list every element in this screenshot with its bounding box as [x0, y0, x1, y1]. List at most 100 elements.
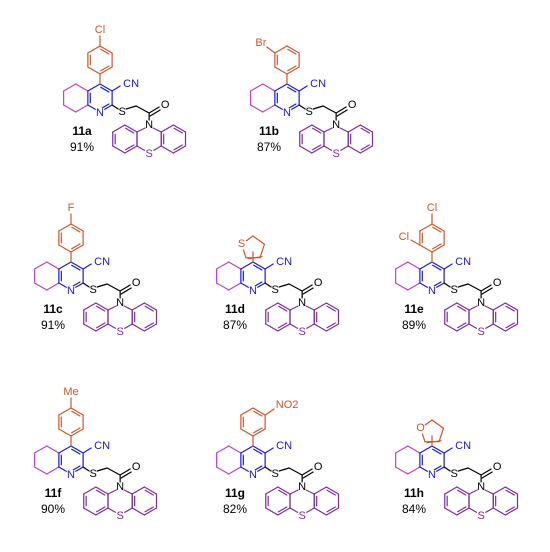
aryl-ring-bond [58, 407, 72, 416]
compound-id-label: 11f [45, 486, 63, 500]
cyclohexane-bond [395, 466, 409, 475]
phenothiazine-benzo-bond [131, 507, 145, 516]
phenothiazine-benzo-bond [160, 124, 174, 133]
phenothiazine-central-bond [339, 127, 349, 133]
carbonyl-bond [288, 283, 303, 292]
phenothiazine-nitrogen-label: N [477, 297, 485, 309]
substituent-label-ortho: Cl [399, 231, 409, 243]
phenothiazine-benzo-bond [160, 145, 174, 154]
aryl-ring-bond-double [287, 48, 297, 55]
atom-mask [281, 107, 293, 119]
methylene-bond [125, 105, 137, 110]
phenothiazine-central-bond [484, 305, 494, 311]
carbonyl-double-bond [302, 287, 314, 295]
carbonyl-double-bond [302, 471, 314, 479]
aryl-ring-bond [286, 45, 300, 54]
pyridine-bond [99, 83, 113, 92]
sulfur-atom-label: S [238, 238, 245, 250]
phenothiazine-central-bond [468, 305, 478, 311]
cyclohexane-bond [46, 261, 60, 270]
aryl-ring-bond-double [253, 427, 263, 434]
oxygen-atom-label: O [416, 422, 425, 434]
substituent-label: NO2 [276, 399, 299, 411]
aryl-ring-bond [419, 244, 433, 253]
nitrile-bond [264, 263, 274, 270]
phenothiazine-sulfur-label: S [116, 326, 123, 338]
phenothiazine-benzo-bond-double [173, 144, 183, 151]
substituent-bond [264, 408, 275, 416]
phenothiazine-benzo-bond [299, 124, 313, 133]
nitrile-bond [298, 85, 308, 92]
phenothiazine-benzo-bond [131, 323, 145, 332]
phenothiazine-benzo-bond-double [505, 506, 515, 513]
cyclohexane-bond [228, 466, 242, 475]
atom-mask [65, 285, 77, 297]
compound-id-label: 11g [225, 486, 245, 500]
phenothiazine-benzo-bond [325, 507, 340, 516]
phenothiazine-sulfur-label: S [298, 326, 305, 338]
cyclohexane-bond [407, 261, 421, 270]
phenothiazine-benzo-bond-double [96, 489, 106, 496]
thioether-sulfur-label: S [271, 284, 278, 296]
cyclohexane-bond [395, 261, 409, 270]
cyclohexane-bond [34, 466, 48, 475]
phenothiazine-benzo-bond [504, 486, 519, 495]
phenothiazine-nitrogen-label: N [145, 119, 153, 131]
cyclohexane-bond [216, 282, 230, 291]
cyclohexane-bond [228, 445, 242, 454]
aryl-ring-bond [70, 428, 84, 437]
phenothiazine-benzo-bond [347, 145, 361, 154]
phenothiazine-benzo-bond [492, 507, 506, 516]
nitrile-label: CN [310, 78, 326, 90]
phenothiazine-benzo-bond-double [360, 144, 370, 151]
aryl-ring-bond [252, 428, 266, 437]
pyridine-bond-double [287, 86, 297, 93]
pyridine-bond-double [432, 264, 442, 271]
atom-mask [426, 469, 438, 481]
methylene-bond [278, 467, 290, 472]
heteroaryl-double [426, 440, 442, 444]
phenothiazine-central-bond [305, 489, 315, 495]
nitrile-label: CN [94, 256, 110, 268]
phenothiazine-benzo-bond [131, 302, 145, 311]
cyclohexane-bond [407, 282, 421, 291]
pyridine-bond-double [71, 448, 81, 455]
carbonyl-oxygen-label: O [314, 277, 323, 289]
heteroaryl-bond [438, 427, 445, 443]
phenothiazine-sulfur-label: S [116, 510, 123, 522]
phenothiazine-benzo-bond [124, 145, 138, 154]
atom-mask [94, 107, 106, 119]
phenothiazine-benzo-bond-double [457, 489, 467, 496]
phenothiazine-benzo-bond [277, 507, 291, 516]
substituent-label: Cl [95, 24, 105, 36]
thioether-bond [111, 104, 119, 110]
atom-mask [476, 510, 487, 520]
cyclohexane-bond [46, 282, 60, 291]
phenothiazine-central-bond [323, 127, 333, 133]
aryl-ring-bond [70, 407, 84, 416]
phenothiazine-benzo-bond [83, 302, 97, 311]
phenothiazine-benzo-bond-double [278, 322, 288, 329]
atom-mask [65, 469, 77, 481]
phenothiazine-sulfur-label: S [477, 510, 484, 522]
compound-yield-label: 84% [402, 502, 426, 516]
phenothiazine-benzo-bond [95, 323, 109, 332]
nitrile-bond [111, 85, 121, 92]
aryl-ring-bond [58, 428, 72, 437]
phenothiazine-benzo-bond [444, 302, 458, 311]
aryl-ring-bond [274, 45, 288, 54]
carbonyl-double-bond [120, 471, 132, 479]
heteroaryl-double [247, 256, 263, 260]
substituent-label: Me [63, 386, 78, 398]
aryl-ring-bond [240, 428, 254, 437]
cyclohexane-bond [75, 104, 89, 113]
compound-id-label: 11d [225, 302, 245, 316]
carbonyl-bond [322, 105, 337, 114]
substituent-label: F [68, 202, 75, 214]
carbonyl-bond [106, 467, 121, 476]
compound-yield-label: 82% [223, 502, 247, 516]
